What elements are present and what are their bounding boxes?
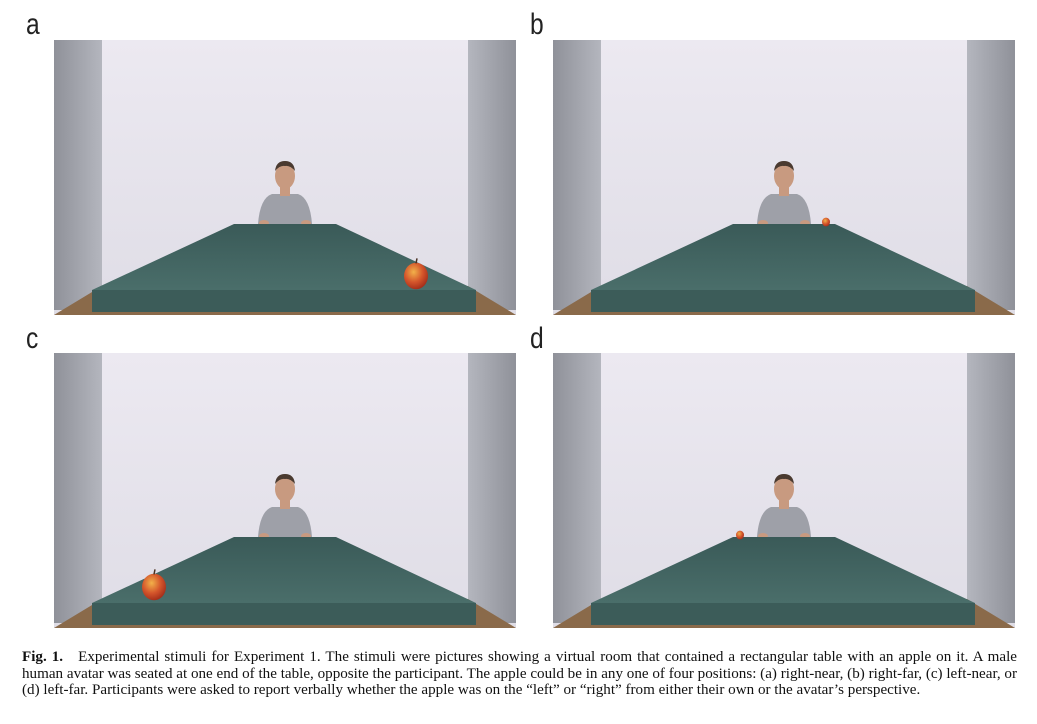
figure-caption-lead: Fig. 1. — [22, 649, 64, 665]
panel-label-b: b — [530, 8, 544, 41]
table-edge — [591, 290, 975, 312]
apple — [736, 530, 744, 540]
figure-caption-text: Experimental stimuli for Experiment 1. T… — [22, 649, 1017, 698]
stimulus-panel-b — [553, 40, 1015, 315]
right-wall — [468, 40, 516, 310]
panel-label-c: c — [26, 322, 39, 355]
left-wall — [54, 40, 102, 310]
right-wall — [967, 40, 1015, 310]
figure-caption: Fig. 1. Experimental stimuli for Experim… — [22, 649, 1017, 699]
table-edge — [92, 603, 476, 625]
table — [92, 224, 476, 290]
stimulus-panel-d — [553, 353, 1015, 628]
virtual-room-image — [54, 353, 516, 628]
stimulus-panel-a — [54, 40, 516, 315]
table — [92, 537, 476, 603]
avatar — [757, 474, 811, 539]
right-wall — [967, 353, 1015, 623]
left-wall — [54, 353, 102, 623]
virtual-room-image — [54, 40, 516, 315]
apple — [142, 569, 166, 601]
left-wall — [553, 40, 601, 310]
left-wall — [553, 353, 601, 623]
table-edge — [92, 290, 476, 312]
right-wall — [468, 353, 516, 623]
panel-label-d: d — [530, 322, 544, 355]
panel-label-a: a — [26, 8, 40, 41]
apple — [404, 258, 428, 290]
stimulus-panel-c — [54, 353, 516, 628]
virtual-room-image — [553, 353, 1015, 628]
table — [591, 537, 975, 603]
table — [591, 224, 975, 290]
apple — [822, 217, 830, 227]
table-edge — [591, 603, 975, 625]
virtual-room-image — [553, 40, 1015, 315]
